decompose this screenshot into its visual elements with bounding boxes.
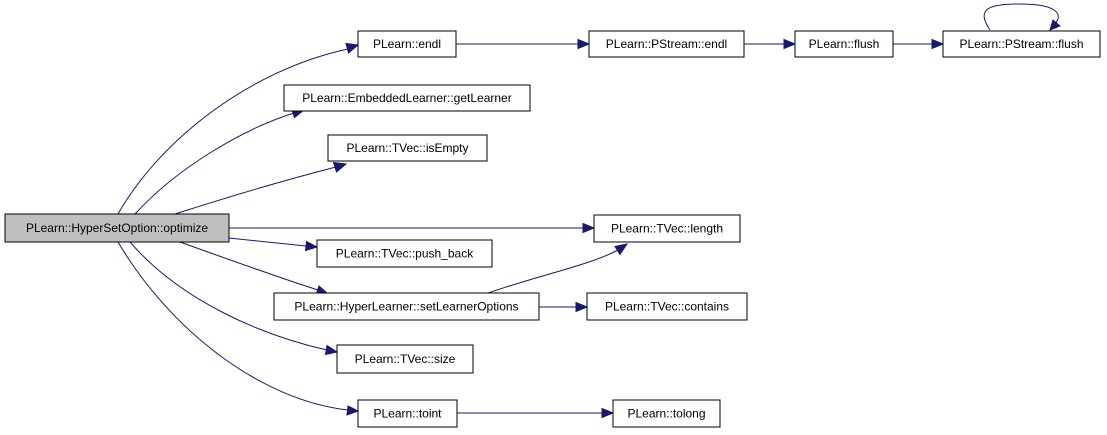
node-label: PLearn::toint (373, 407, 442, 421)
node-tvec-contains[interactable]: PLearn::TVec::contains (586, 292, 748, 321)
node-label: PLearn::TVec::isEmpty (346, 141, 468, 155)
node-pstream-endl[interactable]: PLearn::PStream::endl (588, 30, 745, 58)
call-graph-nodes: PLearn::HyperSetOption::optimize PLearn:… (4, 30, 1101, 428)
node-label: PLearn::PStream::flush (959, 37, 1083, 51)
node-tvec-is-empty[interactable]: PLearn::TVec::isEmpty (327, 134, 488, 162)
node-tvec-push-back[interactable]: PLearn::TVec::push_back (316, 239, 493, 268)
node-label: PLearn::EmbeddedLearner::getLearner (302, 91, 511, 105)
node-label: PLearn::TVec::push_back (336, 247, 474, 261)
node-flush[interactable]: PLearn::flush (794, 30, 894, 58)
edge-optimize-to-get-learner (134, 107, 306, 215)
node-hyper-set-option-optimize[interactable]: PLearn::HyperSetOption::optimize (4, 213, 230, 243)
edge-optimize-to-is-empty (174, 161, 348, 215)
node-label: PLearn::TVec::contains (605, 300, 729, 314)
node-hyper-learner-set-learner-options[interactable]: PLearn::HyperLearner::setLearnerOptions (273, 292, 540, 321)
node-toint[interactable]: PLearn::toint (357, 399, 458, 428)
node-label: PLearn::flush (809, 37, 880, 51)
edge-set-learner-options-to-length (487, 243, 629, 294)
node-embedded-learner-get-learner[interactable]: PLearn::EmbeddedLearner::getLearner (283, 84, 531, 112)
edge-pstream-endl-to-flush (744, 38, 797, 50)
node-tvec-length[interactable]: PLearn::TVec::length (593, 214, 741, 243)
node-label: PLearn::HyperSetOption::optimize (26, 221, 208, 235)
edge-optimize-to-push-back (228, 237, 319, 252)
node-label: PLearn::endl (373, 37, 441, 51)
node-label: PLearn::PStream::endl (606, 37, 727, 51)
edge-optimize-to-length (229, 222, 596, 234)
node-pstream-flush[interactable]: PLearn::PStream::flush (942, 30, 1101, 58)
call-graph-edges (117, 3, 1061, 419)
edge-optimize-to-endl (117, 42, 360, 215)
node-label: PLearn::tolong (627, 407, 705, 421)
node-tvec-size[interactable]: PLearn::TVec::size (336, 344, 474, 374)
node-label: PLearn::TVec::size (355, 352, 456, 366)
edge-optimize-to-size (129, 241, 339, 356)
edge-endl-to-pstream-endl (456, 38, 591, 50)
node-label: PLearn::TVec::length (611, 222, 723, 236)
node-label: PLearn::HyperLearner::setLearnerOptions (294, 300, 518, 314)
edge-optimize-to-toint (117, 241, 360, 416)
edge-pstream-flush-self-loop (983, 3, 1061, 31)
edge-set-learner-options-to-contains (539, 301, 589, 313)
edge-flush-to-pstream-flush (893, 38, 945, 50)
edge-toint-to-tolong (457, 407, 615, 419)
node-tolong[interactable]: PLearn::tolong (612, 399, 721, 428)
node-endl[interactable]: PLearn::endl (357, 30, 457, 58)
